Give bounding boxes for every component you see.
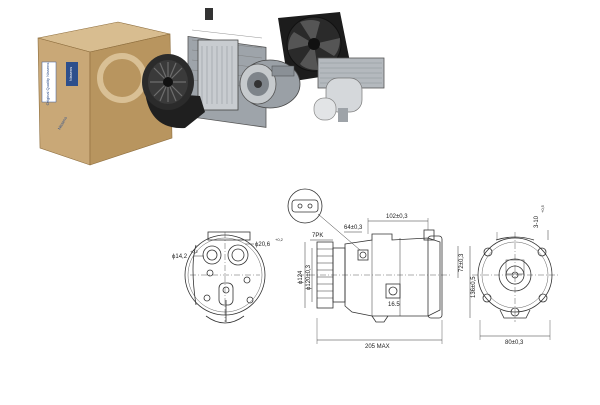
dim-height-b-label: 136±0,5 (471, 276, 477, 298)
dim-discharge-label: ϕ20,6 (255, 242, 271, 248)
dim-overall-label: 205 MAX (365, 344, 390, 350)
product-photo-collage: Original Quality Nissens Nissens Nissens (37, 8, 385, 166)
box-brand-label: Nissens (68, 67, 73, 81)
side-view (287, 188, 471, 344)
dim-suction-tolerance: +0,2 (190, 249, 199, 254)
dim-pulley-outer-label: ϕ124 (298, 270, 304, 284)
dim-port-label: 16.5 (388, 302, 400, 308)
dim-offset-label: 3-10 (534, 215, 540, 228)
box-bottom-brand: Nissens (57, 116, 68, 131)
dim-suction-label: ϕ14,2 (172, 254, 188, 260)
rear-view (184, 231, 266, 324)
blower-motor (142, 54, 205, 129)
ac-compressor-photo (239, 59, 301, 109)
technical-drawing (184, 188, 560, 344)
dim-mid-label: 64±0,3 (344, 225, 363, 231)
box-side-label: Original Quality Nissens (45, 63, 50, 106)
receiver-drier (313, 77, 363, 122)
dimension-labels: ϕ14,2 +0,2 ϕ20,6 +0,2 7PK 102±0,3 64±0,3… (172, 204, 545, 350)
heater-core (197, 39, 239, 111)
front-view (472, 230, 560, 340)
dim-height-a-label: 72±0,3 (459, 253, 465, 272)
dim-pulley-inner-label: ϕ120±0,3 (306, 264, 312, 290)
dim-bottom-label: 80±0,3 (505, 340, 524, 346)
dim-offset-tolerance: +0,5 (540, 204, 545, 213)
dim-discharge-tolerance: +0,2 (275, 237, 284, 242)
pulley-type-label: 7PK (312, 233, 323, 239)
dim-top-label: 102±0,3 (386, 214, 408, 220)
